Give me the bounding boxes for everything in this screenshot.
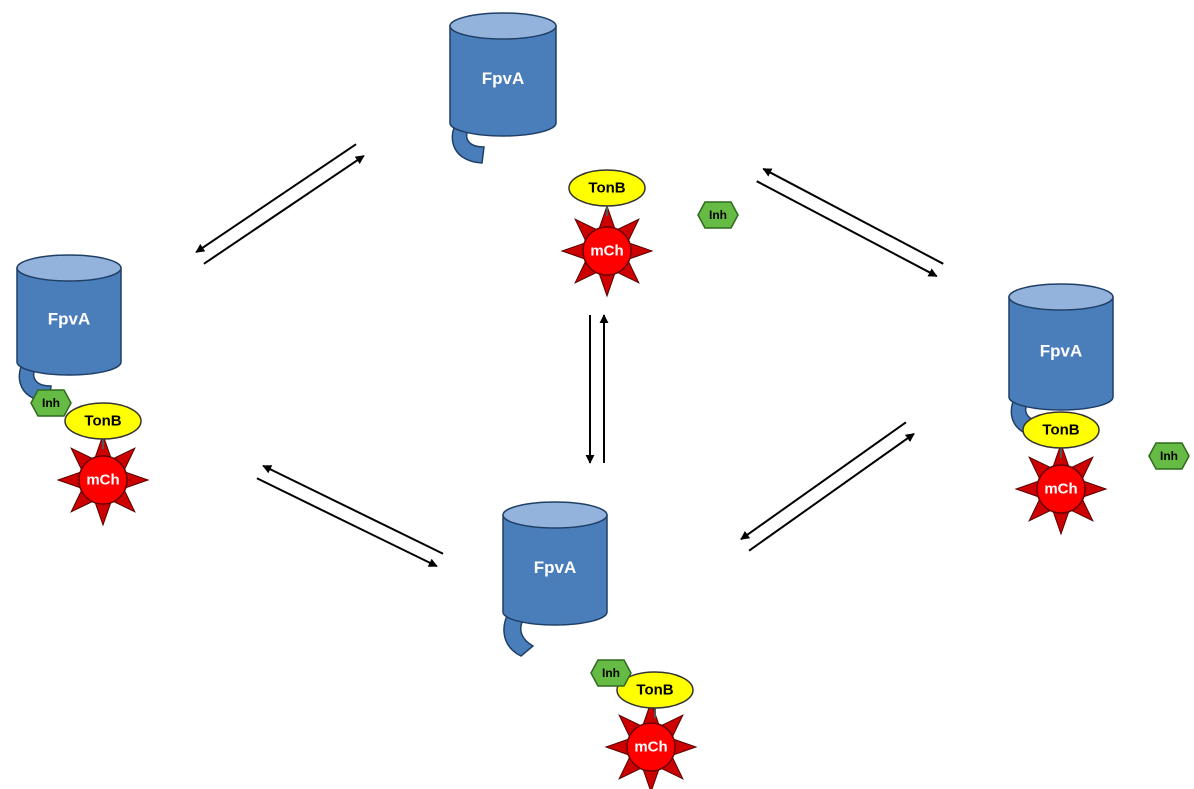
inhibitor-hexagon — [1148, 442, 1190, 470]
receptor-rim — [1008, 283, 1114, 311]
receptor-barrel — [16, 267, 122, 376]
receptor-barrel — [502, 514, 608, 626]
inhibitor-label: Inh — [1160, 449, 1178, 463]
arrows-bottom-right — [740, 421, 915, 552]
tonb-label: TonB — [636, 682, 673, 699]
receptor-rim — [449, 12, 557, 40]
forward-arrow — [203, 154, 365, 265]
tonb-ellipse — [1022, 411, 1100, 449]
forward-arrow — [756, 180, 938, 278]
mcherry-spike — [56, 471, 82, 489]
mcherry-spike — [124, 471, 150, 489]
state-bottom: FpvA mCh TonB Inh — [502, 501, 698, 789]
inhibitor-bound: Inh — [590, 659, 632, 687]
mcherry-core — [1036, 464, 1086, 514]
receptor-rim — [16, 254, 122, 282]
inhibitor-label: Inh — [709, 208, 727, 222]
receptor-rim — [502, 501, 608, 529]
tonb: TonB — [568, 169, 646, 216]
inhibitor-bound: Inh — [30, 389, 72, 417]
state-right: FpvA mCh TonB Inh — [1008, 283, 1190, 536]
mcherry: mCh — [56, 433, 150, 527]
tonb: TonB — [1022, 411, 1100, 458]
inhibitor-hexagon — [590, 659, 632, 687]
mcherry-label: mCh — [86, 472, 119, 489]
mcherry: mCh — [1014, 442, 1108, 536]
mcherry-spike — [1014, 480, 1040, 498]
forward-arrow — [748, 432, 915, 552]
equilibrium-arrows — [195, 143, 944, 568]
mcherry-spike — [628, 242, 654, 260]
fpva-receptor: FpvA — [16, 254, 122, 403]
receptor-barrel — [449, 25, 557, 137]
inhibitor-hexagon — [30, 389, 72, 417]
receptor-label: FpvA — [48, 310, 91, 329]
inhibitor-free: Inh — [1148, 442, 1190, 470]
inhibitor-label: Inh — [42, 396, 60, 410]
mcherry-spike — [1052, 510, 1070, 536]
mcherry-core — [78, 455, 128, 505]
inhibitor-free: Inh — [697, 201, 739, 229]
mcherry-spike — [604, 738, 630, 756]
state-left: FpvA mCh TonB Inh — [16, 254, 150, 527]
mcherry-spike — [94, 501, 112, 527]
reverse-arrow — [195, 143, 357, 254]
mcherry: mCh — [560, 204, 654, 298]
tonb-ellipse — [64, 402, 142, 440]
arrows-top-bottom — [585, 314, 609, 464]
receptor-label: FpvA — [534, 558, 577, 577]
mcherry-spike — [1082, 480, 1108, 498]
fpva-receptor: FpvA — [502, 501, 608, 657]
molecules: FpvAmChTonBInhFpvAmChTonBInhFpvAmChTonBI… — [16, 12, 1190, 789]
tonb-label: TonB — [1042, 422, 1079, 439]
forward-arrow — [256, 477, 438, 568]
tonb: TonB — [64, 402, 142, 449]
mcherry-core — [626, 722, 676, 772]
mcherry-label: mCh — [1044, 481, 1077, 498]
tonb-label: TonB — [588, 180, 625, 197]
inhibitor-hexagon — [697, 201, 739, 229]
inhibitor-label: Inh — [602, 666, 620, 680]
mcherry-label: mCh — [634, 739, 667, 756]
tonb: TonB — [616, 671, 694, 718]
state-top: FpvA mCh TonB Inh — [449, 12, 739, 298]
tonb-ellipse — [616, 671, 694, 709]
tonb-label: TonB — [84, 413, 121, 430]
reverse-arrow — [762, 167, 944, 265]
arrows-left-bottom — [256, 464, 444, 568]
reverse-arrow — [740, 421, 907, 541]
reverse-arrow — [262, 464, 444, 555]
mcherry-spike — [598, 272, 616, 298]
tonb-ellipse — [568, 169, 646, 207]
mcherry-spike — [642, 768, 660, 789]
arrows-top-left — [195, 143, 365, 265]
fpva-receptor: FpvA — [1008, 283, 1114, 438]
mcherry-spike — [672, 738, 698, 756]
fpva-receptor: FpvA — [449, 12, 557, 164]
arrows-top-right — [756, 167, 944, 278]
mcherry-core — [582, 226, 632, 276]
receptor-barrel — [1008, 296, 1114, 411]
mcherry: mCh — [604, 700, 698, 789]
mcherry-label: mCh — [590, 243, 623, 260]
receptor-label: FpvA — [482, 69, 525, 88]
receptor-label: FpvA — [1040, 342, 1083, 361]
mcherry-spike — [560, 242, 586, 260]
